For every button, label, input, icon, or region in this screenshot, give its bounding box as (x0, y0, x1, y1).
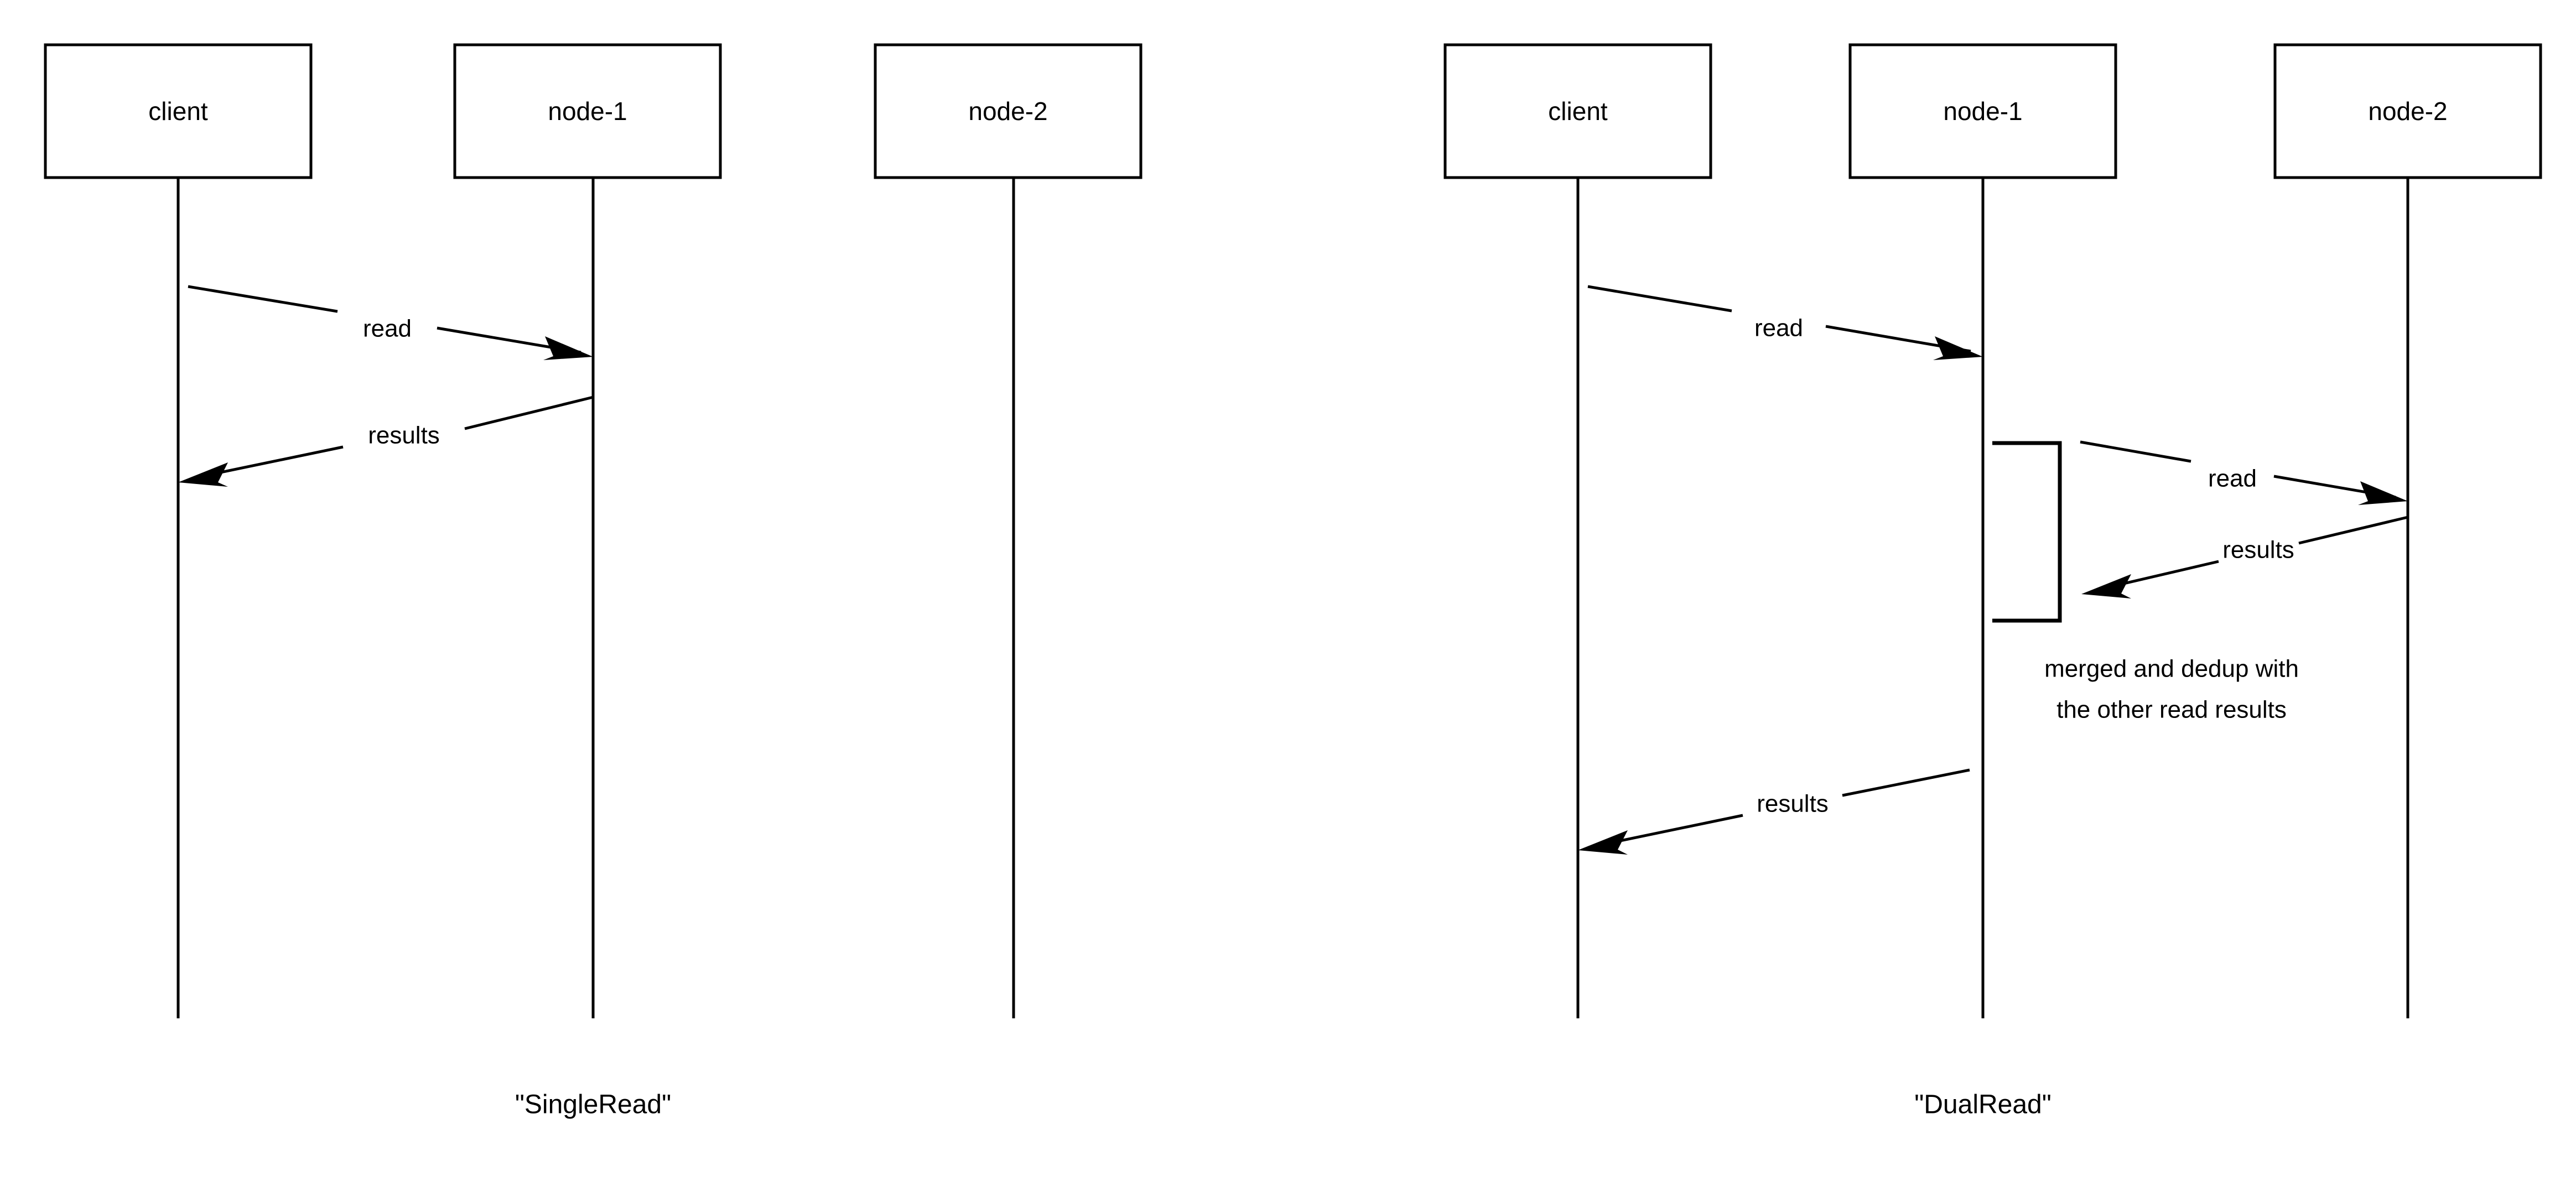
diagram-single-read: client node-1 node-2 read (44, 43, 1142, 1120)
participant-box-node-2-right[interactable] (2273, 43, 2542, 179)
participant-node-2-left[interactable]: node-2 (874, 43, 1142, 179)
message-line-read-right-2a (2080, 440, 2191, 463)
arrow-head-results-left (178, 462, 228, 487)
note-line-1: merged and dedup with (2044, 655, 2299, 683)
participant-box-client[interactable] (44, 43, 313, 179)
message-results-left[interactable]: results (178, 395, 594, 487)
diagram-dual-read: client node-1 node-2 read (1443, 43, 2542, 1120)
message-label-results-right-2: results (1757, 790, 1829, 818)
participant-label-client: client (148, 97, 208, 126)
participant-box-client-right[interactable] (1443, 43, 1712, 179)
arrow-head-read-right-2 (2358, 481, 2408, 505)
message-label-results-left: results (368, 422, 440, 449)
activation-bracket-node-1 (1992, 441, 2062, 623)
message-read-right-1[interactable]: read (1587, 285, 1983, 360)
arrow-head-results-right-2 (1578, 830, 1628, 855)
participant-client-left[interactable]: client (44, 43, 313, 179)
arrow-head-results-right-1 (2081, 574, 2131, 598)
note-merged-dedup: merged and dedup with the other read res… (2044, 655, 2299, 724)
message-line-results-right-2b (1598, 814, 1743, 847)
message-line-results-right-1a (2298, 516, 2408, 545)
arrow-head-read-right-1 (1933, 336, 1983, 360)
participant-label-client-right: client (1548, 97, 1608, 126)
arrow-head-read-left (543, 336, 593, 360)
message-label-read-left: read (363, 315, 412, 342)
participant-node-2-right[interactable]: node-2 (2273, 43, 2542, 179)
message-line-read-right-1a (1587, 285, 1732, 313)
participant-box-node-2[interactable] (874, 43, 1142, 179)
participant-label-node-1: node-1 (548, 97, 627, 126)
participant-box-node-1-right[interactable] (1848, 43, 2117, 179)
participant-client-right[interactable]: client (1443, 43, 1712, 179)
message-read-left[interactable]: read (188, 285, 593, 360)
participant-node-1-left[interactable]: node-1 (453, 43, 722, 179)
message-line-read-left (188, 285, 338, 313)
message-label-read-right-1: read (1754, 315, 1803, 342)
participant-box-node-1[interactable] (453, 43, 722, 179)
message-line-results-right-2a (1842, 768, 1970, 797)
message-results-right-1[interactable]: results (2081, 516, 2408, 598)
message-line-results-left (464, 395, 594, 430)
participant-node-1-right[interactable]: node-1 (1848, 43, 2117, 179)
participant-label-node-1-right: node-1 (1943, 97, 2022, 126)
message-results-right-2[interactable]: results (1578, 768, 1970, 855)
message-read-right-2[interactable]: read (2080, 440, 2408, 505)
participant-label-node-2: node-2 (968, 97, 1047, 126)
participant-label-node-2-right: node-2 (2368, 97, 2447, 126)
message-label-read-right-2: read (2208, 465, 2257, 492)
caption-single-read: "SingleRead" (515, 1090, 671, 1120)
note-line-2: the other read results (2056, 696, 2287, 724)
message-label-results-right-1: results (2222, 537, 2294, 564)
caption-dual-read: "DualRead" (1914, 1090, 2052, 1120)
